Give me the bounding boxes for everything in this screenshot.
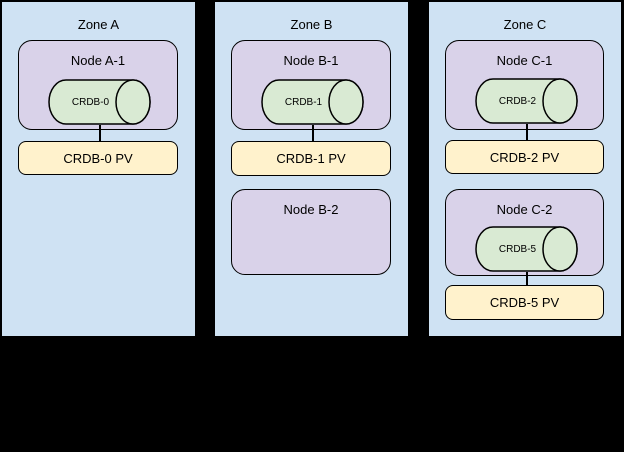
cylinder-icon (475, 226, 578, 272)
cylinder-icon (261, 79, 364, 125)
crdb-2-cylinder: CRDB-2 (475, 78, 578, 124)
crdb-0-pv-label: CRDB-0 PV (63, 150, 133, 166)
zone-c-title: Zone C (503, 17, 547, 32)
node-c-2-label: Node C-2 (496, 202, 553, 217)
connector-line-b1 (312, 125, 314, 142)
crdb-5-label: CRDB-5 (498, 243, 537, 255)
zone-b-title: Zone B (290, 17, 333, 32)
crdb-2-pv-label: CRDB-2 PV (489, 149, 560, 165)
connector-line-a1 (99, 125, 101, 142)
crdb-2-label: CRDB-2 (498, 95, 537, 107)
crdb-1-cylinder: CRDB-1 (261, 79, 364, 125)
crdb-0-cylinder: CRDB-0 (48, 79, 151, 125)
crdb-2-pv: CRDB-2 PV (445, 140, 604, 174)
zone-b: Zone B Node B-1 CRDB-1 CRDB-1 PV Node B-… (213, 0, 410, 338)
crdb-0-label: CRDB-0 (71, 96, 110, 108)
node-c-1-label: Node C-1 (496, 53, 553, 68)
crdb-1-pv: CRDB-1 PV (231, 141, 391, 176)
cylinder-icon (475, 78, 578, 124)
zone-a-title: Zone A (77, 17, 120, 32)
node-b-2-label: Node B-2 (283, 202, 339, 217)
node-b-2: Node B-2 (231, 189, 391, 275)
node-b-1-label: Node B-1 (283, 53, 339, 68)
zone-c: Zone C Node C-1 CRDB-2 CRDB-2 PV Node C-… (427, 0, 623, 338)
crdb-1-pv-label: CRDB-1 PV (276, 151, 346, 166)
crdb-5-cylinder: CRDB-5 (475, 226, 578, 272)
node-a-1-label: Node A-1 (70, 53, 126, 68)
connector-line-c1 (526, 124, 528, 141)
crdb-5-pv: CRDB-5 PV (445, 285, 604, 320)
zone-a: Zone A Node A-1 CRDB-0 CRDB-0 PV (0, 0, 197, 338)
connector-line-c2 (526, 272, 528, 285)
crdb-5-pv-label: CRDB-5 PV (489, 295, 560, 310)
crdb-1-label: CRDB-1 (284, 96, 323, 108)
cylinder-icon (48, 79, 151, 125)
crdb-0-pv: CRDB-0 PV (18, 141, 178, 175)
